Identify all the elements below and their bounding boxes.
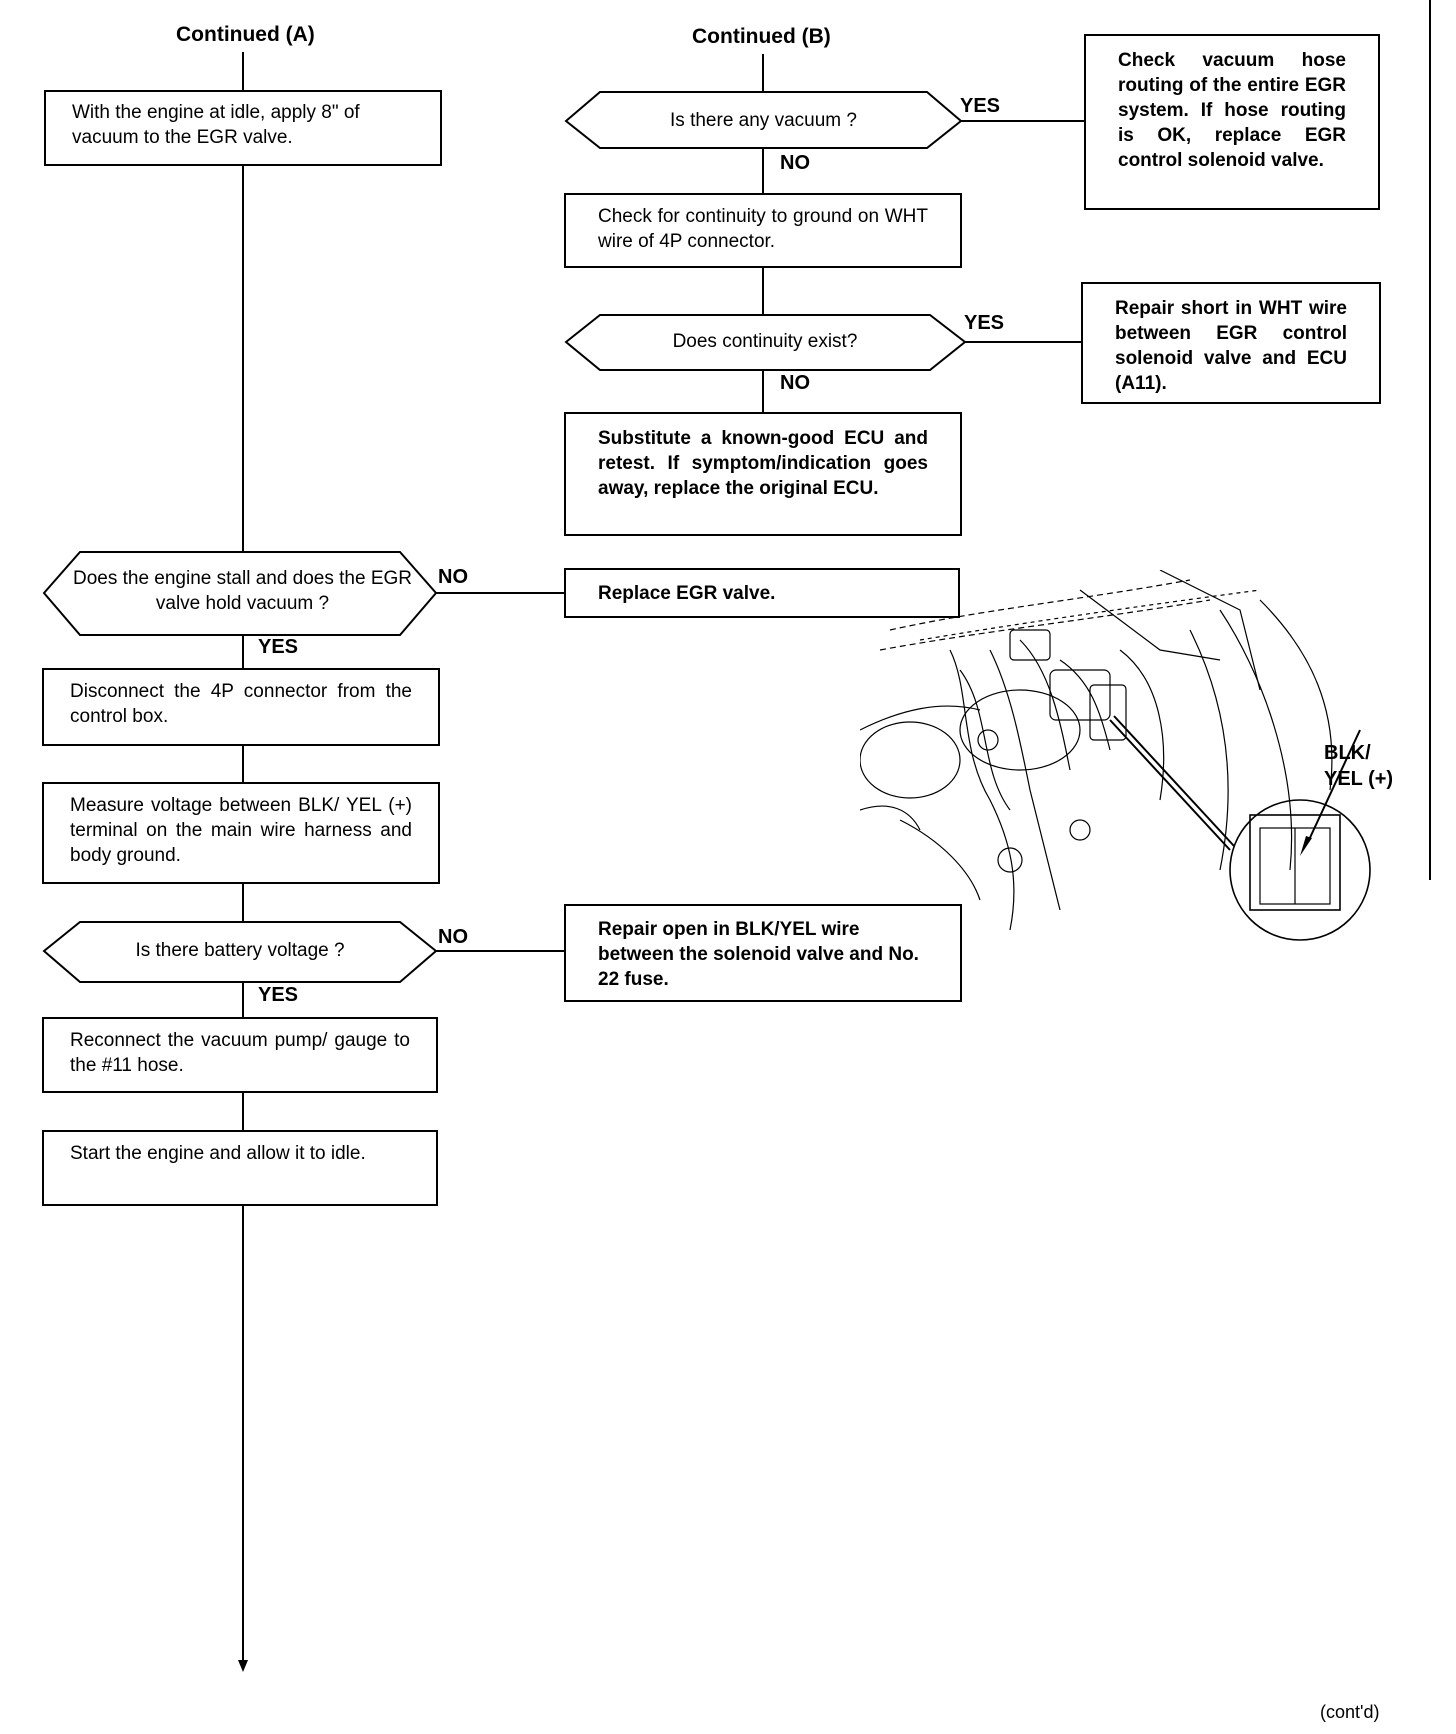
callout-line-1: BLK/ — [1324, 742, 1371, 764]
step-check-continuity: Check for continuity to ground on WHT wi… — [564, 193, 962, 268]
step-replace-egr: Replace EGR valve. — [564, 568, 960, 618]
decision-shape-vacuum — [564, 91, 963, 149]
step-disconnect: Disconnect the 4P connector from the con… — [42, 668, 440, 746]
footer-contd: (cont'd) — [1320, 1702, 1380, 1722]
decision-text-vacuum: Is there any vacuum ? — [670, 110, 857, 131]
label-yes-vacuum: YES — [960, 95, 1001, 117]
label-no-battery: NO — [438, 926, 468, 948]
step-start-engine: Start the engine and allow it to idle. — [42, 1130, 438, 1206]
label-yes-stall: YES — [258, 636, 299, 658]
decision-text-battery: Is there battery voltage ? — [135, 940, 345, 961]
decision-text-continuity: Does continuity exist? — [672, 331, 858, 352]
callout-blk-yel: BLK/ YEL (+) — [1324, 740, 1393, 792]
step-apply-vacuum: With the engine at idle, apply 8" of vac… — [44, 90, 442, 166]
label-no-stall: NO — [438, 566, 468, 588]
step-substitute-ecu: Substitute a known-good ECU and retest. … — [564, 412, 962, 536]
label-yes-battery: YES — [258, 984, 299, 1006]
header-continued-a: Continued (A) — [176, 23, 315, 46]
callout-line-2: YEL (+) — [1324, 768, 1394, 790]
decision-shape-battery — [42, 921, 438, 983]
step-check-hose: Check vacuum hose routing of the entire … — [1084, 34, 1380, 210]
engine-bay-illustration — [860, 570, 1371, 941]
decision-shape-stall — [42, 551, 438, 636]
step-measure-voltage: Measure voltage between BLK/ YEL (+) ter… — [42, 782, 440, 884]
decision-text-stall: Does the engine stall and does the EGR v… — [72, 568, 413, 614]
step-reconnect: Reconnect the vacuum pump/ gauge to the … — [42, 1017, 438, 1093]
label-no-vacuum: NO — [780, 152, 810, 174]
step-repair-open: Repair open in BLK/YEL wire between the … — [564, 904, 962, 1002]
step-repair-short: Repair short in WHT wire between EGR con… — [1081, 282, 1381, 404]
header-continued-b: Continued (B) — [692, 25, 831, 48]
label-yes-continuity: YES — [964, 312, 1005, 334]
label-no-continuity: NO — [780, 372, 810, 394]
decision-shape-continuity — [564, 314, 967, 371]
